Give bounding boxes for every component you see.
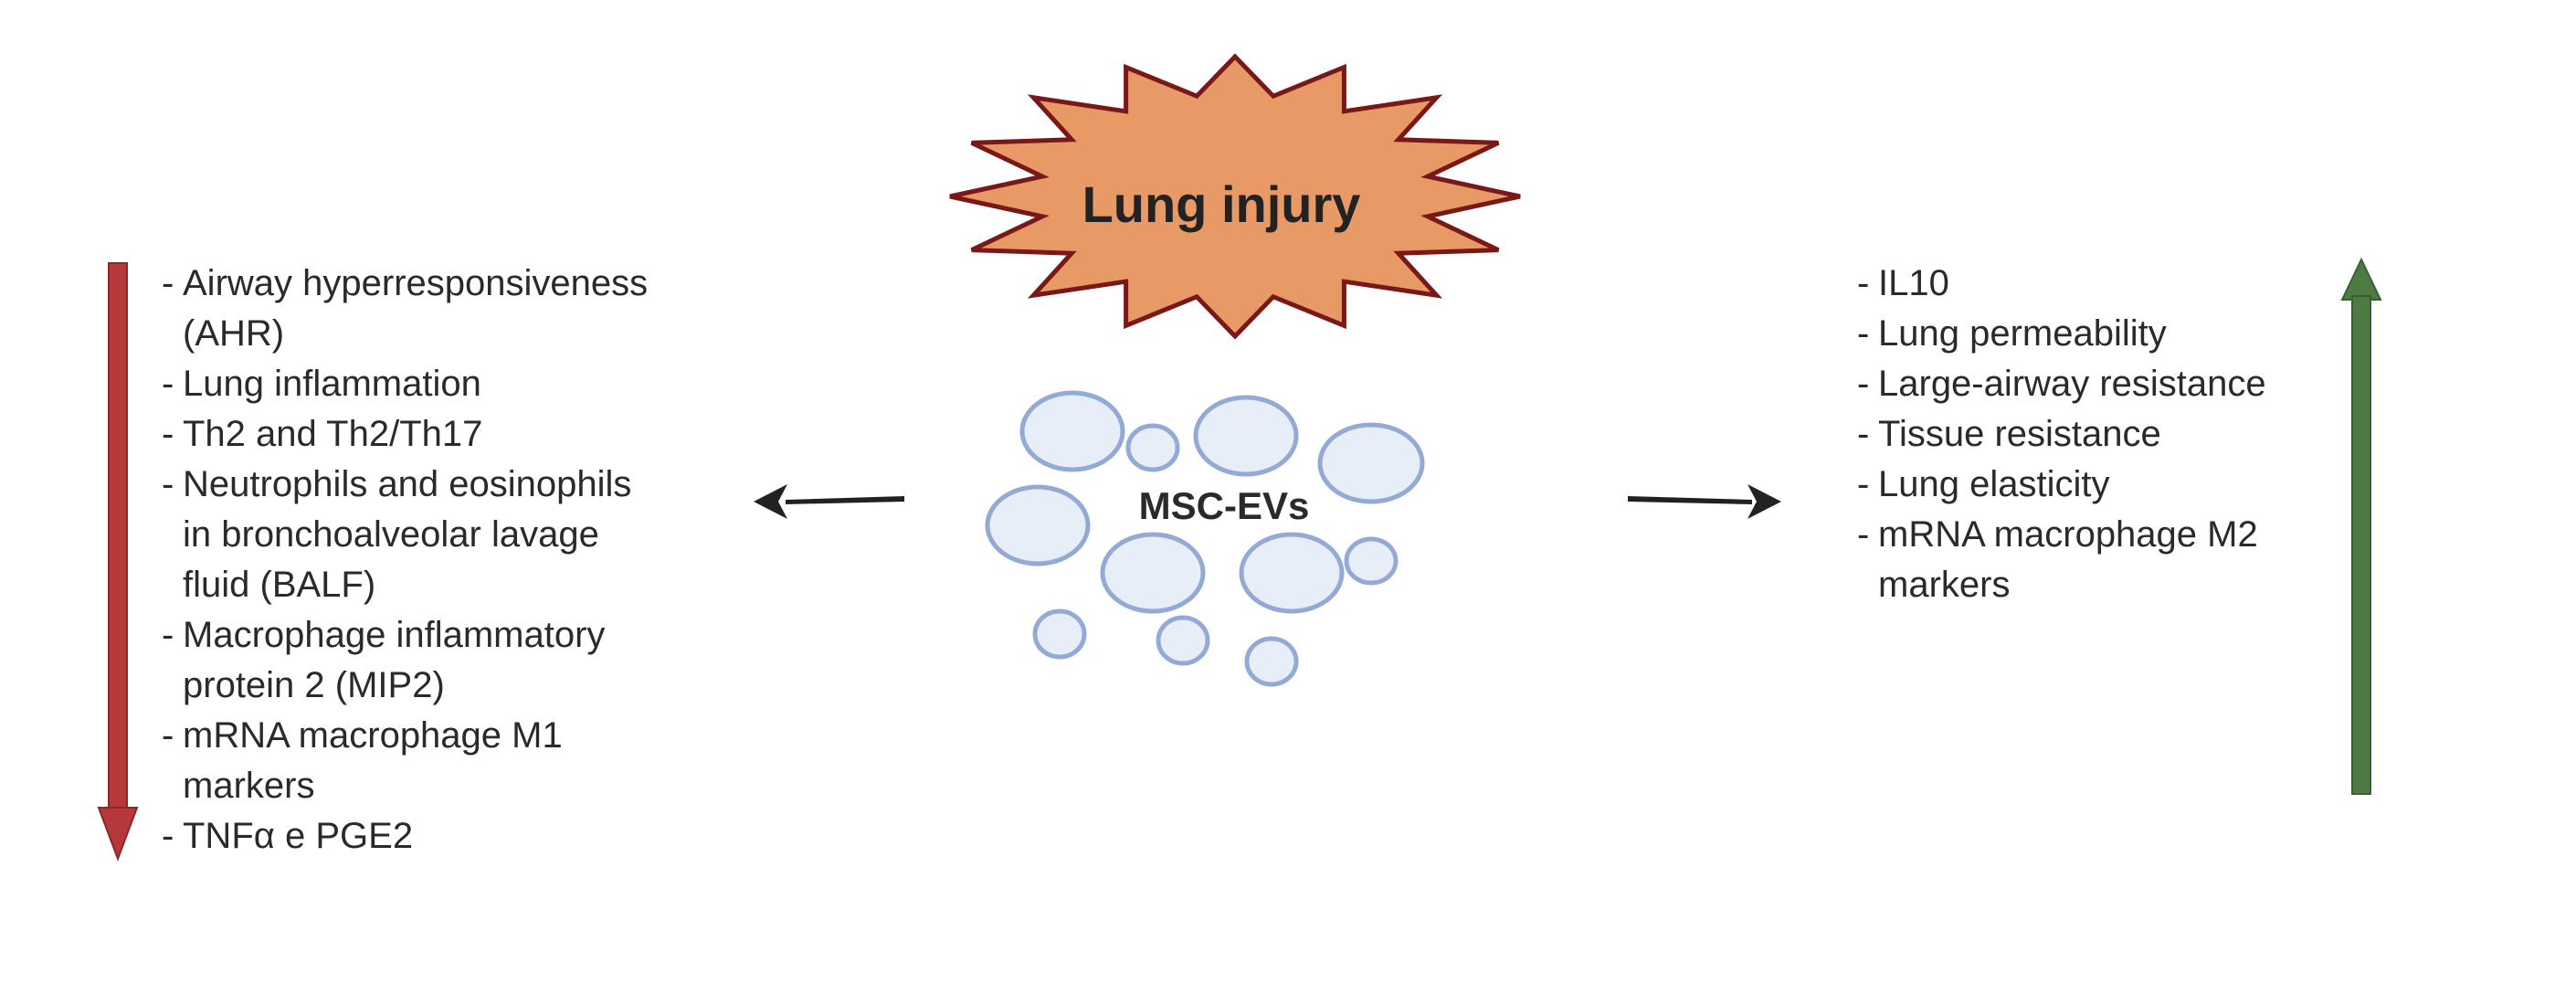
vesicle (1125, 423, 1180, 472)
increased-item: -Lung elasticity (1857, 460, 2314, 510)
decreased-item-label: TNFα e PGE2 (183, 816, 414, 856)
decreased-effects-list: -Airway hyperresponsiveness (AHR)-Lung i… (162, 259, 710, 862)
increased-item: -Tissue resistance (1857, 409, 2314, 460)
increase-arrow (2340, 257, 2382, 795)
vesicle (1100, 532, 1206, 614)
bullet-dash: - (162, 263, 174, 303)
decreased-item-label: mRNA macrophage M1 markers (183, 715, 563, 806)
increased-item-label: Tissue resistance (1878, 414, 2161, 454)
burst-shape (949, 53, 1521, 340)
left-pointer-shaft (786, 496, 904, 504)
vesicle (1032, 608, 1087, 660)
vesicle (1244, 636, 1299, 687)
vesicle (985, 484, 1091, 566)
decreased-item: -Macrophage inflammatory protein 2 (MIP2… (162, 610, 710, 711)
bullet-dash: - (1857, 464, 1870, 504)
vesicle (1193, 395, 1299, 477)
decreased-item-label: Th2 and Th2/Th17 (183, 414, 483, 454)
increased-item-label: mRNA macrophage M2 markers (1878, 514, 2258, 605)
right-pointer-arrowhead (1747, 484, 1781, 519)
decrease-arrow-shaft (108, 262, 128, 812)
bullet-dash: - (162, 715, 174, 756)
decreased-item: -Neutrophils and eosinophils in bronchoa… (162, 460, 710, 610)
bullet-dash: - (1857, 364, 1870, 404)
vesicle (1239, 532, 1345, 614)
decreased-item-label: Airway hyperresponsiveness (AHR) (183, 263, 649, 354)
increased-item: -mRNA macrophage M2 markers (1857, 510, 2314, 610)
increased-effects-list: -IL10-Lung permeability-Large-airway res… (1857, 259, 2314, 610)
vesicle (1019, 390, 1125, 472)
vesicle (1317, 422, 1425, 504)
increase-arrow-head (2340, 257, 2382, 301)
decreased-item: -TNFα e PGE2 (162, 811, 710, 862)
bullet-dash: - (1857, 263, 1870, 303)
decreased-item: -Airway hyperresponsiveness (AHR) (162, 259, 710, 359)
decreased-item: -Th2 and Th2/Th17 (162, 409, 710, 460)
decrease-arrow (97, 262, 139, 862)
bullet-dash: - (162, 464, 174, 504)
increased-item: -Lung permeability (1857, 309, 2314, 359)
decreased-item-label: Macrophage inflammatory protein 2 (MIP2) (183, 615, 606, 705)
bullet-dash: - (1857, 414, 1870, 454)
left-pointer-arrow (754, 484, 904, 519)
right-pointer-arrow (1628, 484, 1781, 519)
increase-arrow-shaft (2351, 295, 2371, 795)
bullet-dash: - (162, 615, 174, 655)
bullet-dash: - (162, 816, 174, 856)
decreased-item-label: Lung inflammation (183, 364, 481, 404)
decreased-item: -Lung inflammation (162, 359, 710, 409)
increased-item-label: Lung permeability (1878, 313, 2167, 354)
bullet-dash: - (1857, 313, 1870, 354)
increased-item-label: Lung elasticity (1878, 464, 2110, 504)
vesicle (1156, 615, 1210, 666)
bullet-dash: - (162, 414, 174, 454)
bullet-dash: - (1857, 514, 1870, 555)
decreased-item-label: Neutrophils and eosinophils in bronchoal… (183, 464, 632, 605)
right-pointer-shaft (1628, 496, 1752, 504)
bullet-dash: - (162, 364, 174, 404)
increased-item-label: IL10 (1878, 263, 1949, 303)
lung-injury-label: Lung injury (1082, 175, 1361, 233)
increased-item-label: Large-airway resistance (1878, 364, 2266, 404)
decrease-arrow-head (97, 807, 139, 862)
decreased-item: -mRNA macrophage M1 markers (162, 711, 710, 811)
left-pointer-arrowhead (754, 484, 787, 519)
vesicle (1344, 536, 1399, 586)
increased-item: -IL10 (1857, 259, 2314, 309)
increased-item: -Large-airway resistance (1857, 359, 2314, 409)
msc-ev-vesicle-cluster (985, 390, 1425, 687)
lung-injury-burst: Lung injury (949, 53, 1521, 340)
msc-evs-label: MSC-EVs (1139, 484, 1310, 527)
